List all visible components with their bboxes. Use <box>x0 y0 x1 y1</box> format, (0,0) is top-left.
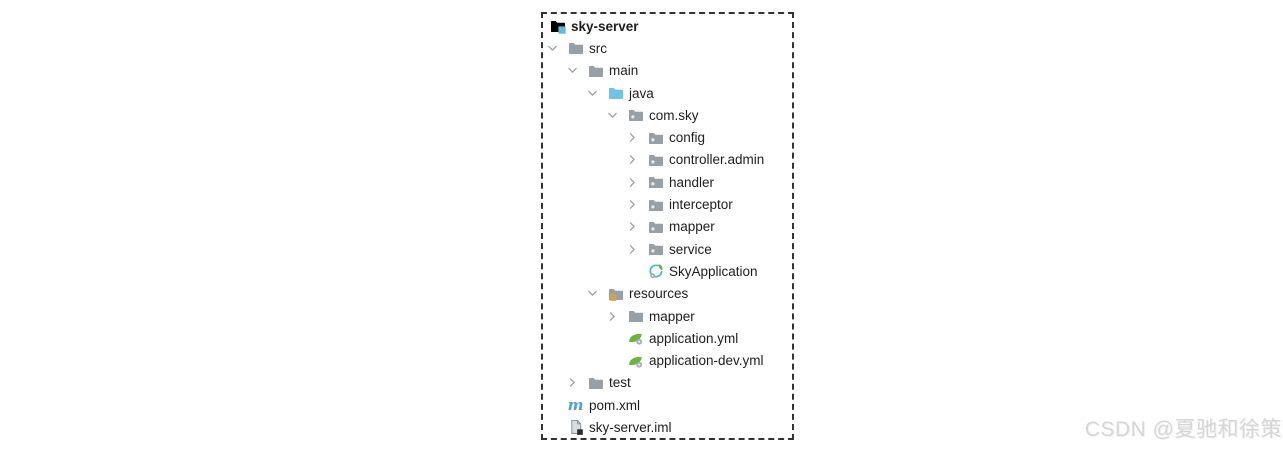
chevron-right-icon[interactable] <box>606 309 627 324</box>
tree-row-config[interactable]: config <box>543 126 792 148</box>
tree-row-controller-admin[interactable]: controller.admin <box>543 149 792 171</box>
chevron-right-icon[interactable] <box>566 375 587 390</box>
tree-row-test[interactable]: test <box>543 372 792 394</box>
tree-item-label: handler <box>669 174 715 190</box>
tree-row-handler[interactable]: handler <box>543 171 792 193</box>
maven-icon: m <box>567 395 584 414</box>
chevron-right-icon[interactable] <box>626 152 647 167</box>
tree-row-application-dev-yml[interactable]: application-dev.yml <box>543 349 792 371</box>
resources-folder-icon <box>607 285 624 302</box>
tree-item-label: test <box>609 375 631 391</box>
tree-row-sky-server-iml[interactable]: sky-server.iml <box>543 416 792 438</box>
tree-row-com-sky[interactable]: com.sky <box>543 104 792 126</box>
folder-icon <box>587 374 604 391</box>
tree-row-resources[interactable]: resources <box>543 283 792 305</box>
chevron-down-icon[interactable] <box>606 108 627 123</box>
tree-row-sky-server[interactable]: sky-server <box>543 15 792 37</box>
tree-item-label: sky-server.iml <box>589 419 672 435</box>
tree-row-sky-application[interactable]: SkyApplication <box>543 260 792 282</box>
tree-item-label: java <box>629 85 654 101</box>
spring-yaml-file-icon <box>627 352 644 369</box>
tree-row-application-yml[interactable]: application.yml <box>543 327 792 349</box>
tree-row-mapper[interactable]: mapper <box>543 216 792 238</box>
java-source-folder-icon <box>607 85 624 102</box>
tree-item-label: resources <box>629 286 689 302</box>
package-icon <box>647 174 664 191</box>
chevron-down-icon[interactable] <box>586 286 607 301</box>
tree-row-java[interactable]: java <box>543 82 792 104</box>
tree-row-main[interactable]: main <box>543 60 792 82</box>
package-icon <box>647 196 664 213</box>
package-icon <box>647 129 664 146</box>
tree-item-label: src <box>589 40 607 56</box>
tree-item-label: sky-server <box>571 18 639 34</box>
chevron-down-icon[interactable] <box>546 41 567 56</box>
tree-item-label: config <box>669 130 706 146</box>
tree-item-label: SkyApplication <box>669 263 758 279</box>
tree-item-label: mapper <box>669 219 715 235</box>
tree-item-label: mapper <box>649 308 695 324</box>
package-icon <box>647 218 664 235</box>
tree-item-label: service <box>669 241 712 257</box>
chevron-right-icon[interactable] <box>626 175 647 190</box>
tree-row-resources-mapper[interactable]: mapper <box>543 305 792 327</box>
chevron-right-icon[interactable] <box>626 242 647 257</box>
package-icon <box>647 241 664 258</box>
chevron-down-icon[interactable] <box>586 86 607 101</box>
tree-item-label: application-dev.yml <box>649 353 764 369</box>
tree-row-service[interactable]: service <box>543 238 792 260</box>
tree-row-src[interactable]: src <box>543 37 792 59</box>
project-folder-icon <box>549 18 566 35</box>
tree-item-label: com.sky <box>649 107 699 123</box>
spring-yaml-file-icon <box>627 330 644 347</box>
folder-icon <box>587 62 604 79</box>
tree-row-interceptor[interactable]: interceptor <box>543 193 792 215</box>
package-icon <box>647 151 664 168</box>
chevron-down-icon[interactable] <box>566 63 587 78</box>
package-icon <box>627 107 644 124</box>
module-file-icon <box>567 419 584 436</box>
tree-item-label: application.yml <box>649 330 739 346</box>
spring-boot-class-icon <box>647 263 664 280</box>
tree-item-label: controller.admin <box>669 152 765 168</box>
tree-item-label: main <box>609 63 639 79</box>
tree-item-label: interceptor <box>669 197 733 213</box>
tree-row-pom-xml[interactable]: m pom.xml <box>543 394 792 416</box>
chevron-right-icon[interactable] <box>626 130 647 145</box>
chevron-right-icon[interactable] <box>626 219 647 234</box>
tree-item-label: pom.xml <box>589 397 641 413</box>
csdn-watermark: CSDN @夏驰和徐策 <box>1084 418 1282 441</box>
project-tree-panel: sky-server src main java com.sky config … <box>541 12 794 440</box>
folder-icon <box>567 40 584 57</box>
folder-icon <box>627 308 644 325</box>
chevron-right-icon[interactable] <box>626 197 647 212</box>
